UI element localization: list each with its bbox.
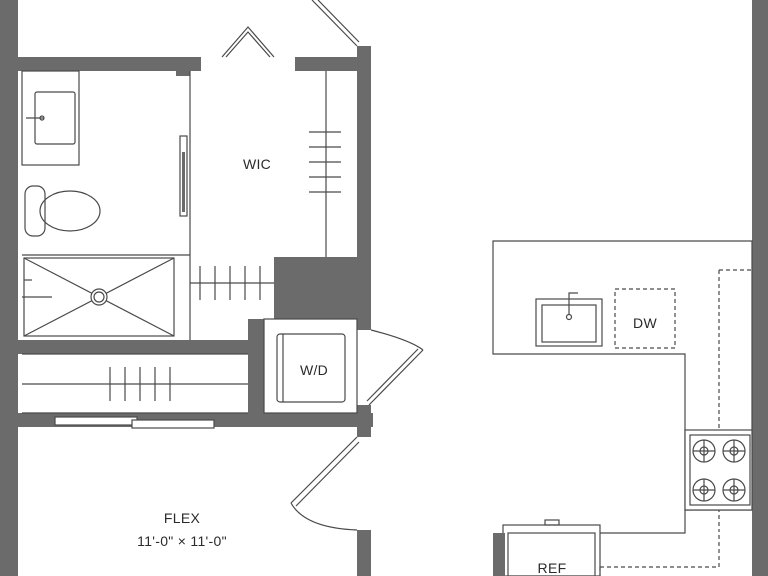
flex-right-wall: [357, 530, 371, 576]
flex-label: FLEX: [164, 510, 201, 526]
flex-dimensions: 11'-0" × 11'-0": [137, 533, 227, 549]
cooktop-inner: [689, 434, 751, 506]
laundry-label: W/D: [300, 362, 328, 378]
kitchen: [492, 240, 753, 576]
flex-door-leaf: [290, 436, 358, 504]
flex-door-leaf-2: [295, 441, 360, 507]
burner-icon: [692, 439, 716, 463]
refrigerator-inner: [507, 532, 596, 576]
wic-closet: [190, 0, 360, 300]
refrigerator-handle: [544, 519, 560, 526]
laundry-door-leaf: [368, 349, 424, 406]
counter-return: [600, 510, 686, 534]
washer-dryer: [276, 333, 346, 403]
right-exterior-wall: [752, 0, 768, 576]
refrigerator-label: REF: [538, 560, 567, 576]
interior-lines: [22, 71, 358, 414]
flex-door: [290, 436, 360, 531]
toilet-bowl: [39, 190, 101, 232]
toilet-tank: [24, 185, 46, 237]
mech-block: [274, 257, 371, 319]
entry-door-leaf: [311, 0, 358, 47]
flex-door-swing: [290, 502, 358, 531]
wic-bifold-door-inner: [225, 31, 271, 58]
hall-closet: [22, 367, 248, 429]
burner-icon: [722, 478, 746, 502]
vanity-drain: [39, 115, 45, 121]
wic-bifold-door: [221, 26, 275, 58]
vanity-counter: [21, 70, 80, 166]
left-exterior-wall: [0, 0, 18, 576]
wic-label: WIC: [243, 156, 271, 172]
dishwasher-label: DW: [633, 315, 657, 331]
shower-drain-inner: [93, 291, 105, 303]
kitchen-faucet: [568, 292, 578, 314]
entry-door-leaf-2: [317, 0, 360, 43]
bathroom: [21, 70, 175, 337]
kitchen-wall-outline: [600, 269, 752, 568]
laundry-niche: [263, 318, 358, 414]
kitchen-sink-drain: [565, 313, 573, 321]
dishwasher: [614, 288, 676, 349]
laundry-left-wall: [248, 319, 264, 427]
wic-top-wall: [295, 57, 357, 71]
wic-pocket-door: [179, 135, 188, 217]
laundry-right-wall: [357, 405, 371, 437]
closet-slider-2: [131, 419, 215, 429]
laundry: [276, 329, 424, 406]
pocket-door-track: [182, 152, 185, 212]
laundry-door-swing: [370, 329, 424, 351]
burner-icon: [692, 478, 716, 502]
bath-top-wall: [18, 57, 201, 71]
burner-icon: [722, 439, 746, 463]
closet-slider-1: [54, 416, 138, 426]
bath-wall-stub: [176, 68, 190, 76]
bath-bottom-wall: [18, 340, 248, 354]
laundry-door-leaf-2: [366, 348, 419, 402]
refrigerator-wall: [493, 533, 505, 576]
shower-drain: [90, 288, 108, 306]
